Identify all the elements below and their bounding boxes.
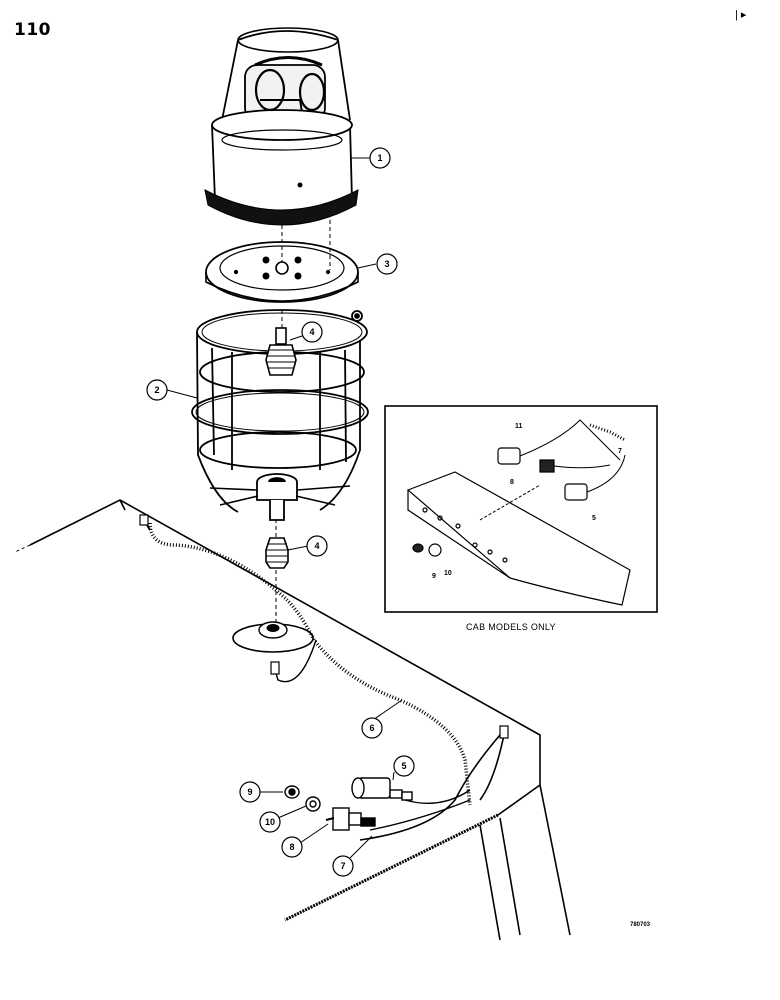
svg-text:1: 1 — [377, 153, 382, 163]
beacon-lamp — [204, 27, 359, 226]
page-number: 110 — [14, 20, 51, 40]
svg-text:8: 8 — [289, 842, 294, 852]
inset-components — [412, 447, 588, 557]
mounting-plate — [205, 241, 359, 303]
svg-text:5: 5 — [592, 515, 596, 522]
svg-text:6: 6 — [369, 723, 374, 733]
callout-6: 6 — [361, 717, 383, 739]
switch-nut — [284, 785, 300, 799]
svg-text:2: 2 — [154, 385, 159, 395]
flasher-unit — [351, 777, 413, 801]
cab-models-inset: 11 7 8 5 9 10 — [384, 405, 658, 613]
callout-5: 5 — [393, 755, 415, 777]
callout-8: 8 — [281, 836, 303, 858]
threaded-spacer-upper — [265, 327, 297, 376]
svg-text:11: 11 — [515, 423, 523, 430]
svg-text:9: 9 — [247, 787, 252, 797]
roof-mount-base — [232, 621, 314, 653]
threaded-spacer-lower — [265, 537, 289, 569]
cab-roof-frame — [14, 499, 571, 941]
corner-mark: | ▸ — [735, 9, 747, 21]
callout-3: 3 — [376, 253, 398, 275]
svg-text:7: 7 — [618, 448, 622, 455]
callout-1: 1 — [369, 147, 391, 169]
callout-2: 2 — [146, 379, 168, 401]
svg-text:8: 8 — [510, 479, 514, 486]
toggle-switch — [325, 807, 376, 831]
inset-console — [406, 471, 631, 606]
switch-washer — [305, 796, 321, 812]
callout-4-lower: 4 — [306, 535, 328, 557]
svg-text:4: 4 — [309, 327, 314, 337]
inset-wiring — [479, 419, 626, 521]
svg-text:9: 9 — [432, 573, 436, 580]
callout-7: 7 — [332, 855, 354, 877]
svg-text:3: 3 — [384, 259, 389, 269]
callout-9: 9 — [239, 781, 261, 803]
svg-text:5: 5 — [401, 761, 406, 771]
drawing-code: 780703 — [630, 922, 651, 928]
callout-10: 10 — [259, 811, 281, 833]
inset-caption: CAB MODELS ONLY — [466, 622, 556, 632]
callout-4-upper: 4 — [301, 321, 323, 343]
svg-text:10: 10 — [265, 817, 275, 827]
callouts: 1 3 4 2 4 6 5 9 10 8 7 — [146, 147, 415, 877]
wiring-harness — [139, 514, 509, 841]
svg-text:10: 10 — [444, 570, 452, 577]
svg-text:7: 7 — [340, 861, 345, 871]
svg-text:4: 4 — [314, 541, 319, 551]
